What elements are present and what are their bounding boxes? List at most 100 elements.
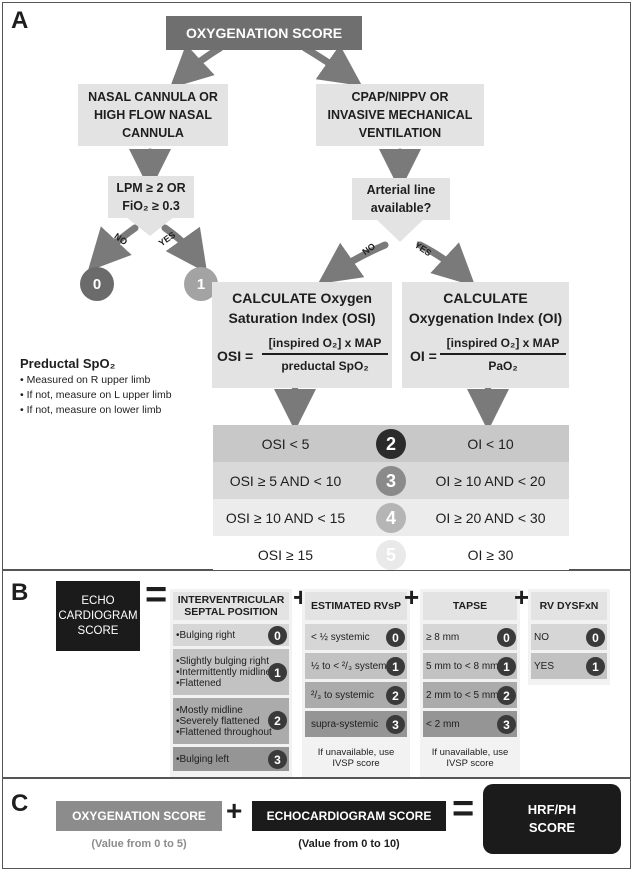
tapse-row-text: 2 mm to < 5 mm: [426, 689, 499, 701]
ivsp-score: 3: [268, 750, 287, 769]
osi-denominator: preductal SpO₂: [281, 359, 369, 373]
rvd-score: 1: [586, 657, 605, 676]
ivsp-row-text: •Slightly bulging right: [176, 655, 269, 667]
osi-lhs: OSI =: [217, 348, 254, 364]
lpm-pointer: [126, 217, 174, 236]
ivsp-row-text: •Flattened throughout: [176, 726, 272, 738]
oxygenation-score-title: OXYGENATION SCORE: [166, 16, 362, 50]
rvd-header: RV DYSFxN: [531, 592, 607, 620]
oxygenation-score-box: OXYGENATION SCORE: [56, 801, 222, 831]
echo-range: (Value from 0 to 10): [298, 838, 400, 850]
ivsp-row-text: •Intermittently midline: [176, 666, 272, 678]
oi-numerator: [inspired O₂] x MAP: [446, 336, 560, 350]
art-line-2: available?: [370, 201, 432, 215]
rvsp-score: 0: [386, 628, 405, 647]
ivsp-row-text: •Bulging right: [176, 629, 236, 641]
echo-line-1: ECHO: [81, 594, 115, 607]
cpap-line-1: CPAP/NIPPV OR: [351, 90, 449, 104]
tapse-score: 3: [497, 715, 516, 734]
echocardiogram-score-box: ECHOCARDIOGRAM SCORE: [252, 801, 446, 831]
ivsp-row-text: •Severely flattened: [176, 715, 260, 727]
tapse-row-text: ≥ 8 mm: [426, 631, 460, 643]
lpm-line-2: FiO₂ ≥ 0.3: [122, 199, 180, 213]
arterial-line-question: Arterial line available?: [352, 178, 450, 220]
osi-fraction-line: [262, 353, 388, 355]
nasal-line-3: CANNULA: [122, 126, 184, 140]
row-score-circle: 5: [376, 540, 406, 570]
panel-c-label: C: [11, 790, 29, 817]
cpap-line-3: VENTILATION: [358, 126, 442, 140]
arrow-no-0: [87, 224, 139, 272]
oi-criterion: OI < 10: [467, 435, 514, 452]
hrf-line-2: SCORE: [528, 820, 576, 835]
preductal-title: Preductal SpO₂: [20, 356, 116, 371]
oi-box: [402, 282, 569, 388]
tapse-score: 2: [497, 686, 516, 705]
oi-criterion: OI ≥ 30: [467, 546, 514, 563]
ivsp-row: •Bulging right: [173, 624, 289, 646]
rvd-score: 0: [586, 628, 605, 647]
c-plus: +: [226, 795, 243, 826]
echo-score-box: ECHO CARDIOGRAM SCORE: [56, 581, 140, 651]
tapse-row-text: 5 mm to < 8 mm: [426, 660, 499, 672]
hrf-ph-score-box: HRF/PH SCORE: [483, 784, 621, 854]
art-line-1: Arterial line: [366, 183, 436, 197]
lpm-line-1: LPM ≥ 2 OR: [116, 181, 186, 195]
preductal-note: Preductal SpO₂ • Measured on R upper lim…: [20, 356, 220, 418]
tapse-note: If unavailable, use IVSP score: [423, 747, 517, 769]
rvsp-score: 1: [386, 657, 405, 676]
osi-title-1: CALCULATE Oxygen: [232, 290, 372, 306]
echo-line-2: CARDIOGRAM: [58, 609, 138, 622]
ivsp-header-2: SEPTAL POSITION: [184, 606, 278, 618]
row-score-circle: 3: [376, 466, 406, 496]
osi-numerator: [inspired O₂] x MAP: [268, 336, 382, 350]
osi-box: [212, 282, 392, 388]
osi-criterion: OSI ≥ 15: [257, 546, 314, 563]
panel-b: [2, 570, 631, 778]
tapse-header: TAPSE: [423, 592, 517, 620]
art-pointer: [375, 218, 425, 242]
oi-criterion: OI ≥ 20 AND < 30: [435, 509, 546, 526]
ivsp-row-text: •Bulging left: [176, 753, 229, 765]
rvsp-row-text: ½ to < ²/₃ systemic: [311, 660, 394, 672]
rvsp-score: 3: [386, 715, 405, 734]
score-row: OSI ≥ 5 AND < 10 3 OI ≥ 10 AND < 20: [213, 462, 569, 499]
arrow-yes-1: [161, 224, 208, 274]
hrf-line-1: HRF/PH: [527, 802, 577, 817]
nasal-line-1: NASAL CANNULA OR: [88, 90, 218, 104]
rvsp-row-text: supra-systemic: [311, 718, 379, 730]
ivsp-header-1: INTERVENTRICULAR: [177, 594, 285, 606]
arrow-no-osi: [317, 241, 389, 285]
preductal-item-3: • If not, measure on lower limb: [20, 404, 162, 416]
rvsp-note-1: If unavailable, use: [317, 747, 395, 758]
osi-criterion: OSI ≥ 10 AND < 15: [225, 509, 346, 526]
osi-criterion: OSI ≥ 5 AND < 10: [229, 472, 342, 489]
oi-fraction-line: [440, 353, 566, 355]
b-plus-2: +: [404, 582, 420, 612]
cpap-box: CPAP/NIPPV OR INVASIVE MECHANICAL VENTIL…: [316, 84, 484, 146]
echo-line-3: SCORE: [77, 624, 119, 637]
ivsp-row-text: •Flattened: [176, 677, 222, 689]
ivsp-score: 1: [268, 663, 287, 682]
oxy-range: (Value from 0 to 5): [91, 838, 187, 850]
preductal-item-2: • If not, measure on L upper limb: [20, 389, 172, 401]
score-row: OSI ≥ 10 AND < 15 4 OI ≥ 20 AND < 30: [213, 499, 569, 536]
tapse-note-1: If unavailable, use: [431, 747, 509, 758]
row-score-circle: 2: [376, 429, 406, 459]
tapse-row-text: < 2 mm: [426, 718, 460, 730]
tapse-note-2: IVSP score: [446, 758, 494, 769]
b-equals: =: [145, 574, 168, 616]
ivsp-score: 0: [268, 626, 287, 645]
rvsp-note-2: IVSP score: [332, 758, 380, 769]
tapse-score: 0: [497, 628, 516, 647]
row-score-circle: 4: [376, 503, 406, 533]
nasal-line-2: HIGH FLOW NASAL: [93, 108, 213, 122]
rvd-row-text: NO: [534, 631, 549, 643]
oi-title-1: CALCULATE: [443, 290, 528, 306]
panel-c: [2, 778, 631, 869]
rvd-row-text: YES: [534, 660, 555, 672]
osi-criterion: OSI < 5: [261, 435, 310, 452]
oi-denominator: PaO₂: [488, 359, 518, 373]
rvsp-row-text: ²/₃ to systemic: [311, 689, 374, 701]
